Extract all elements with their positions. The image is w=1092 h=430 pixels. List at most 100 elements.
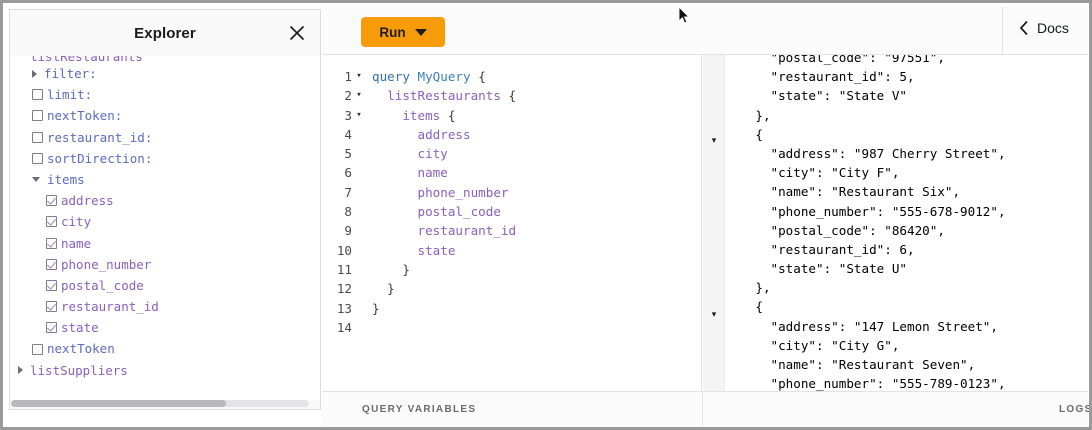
result-line: "state": "State U" <box>770 261 907 277</box>
code-text: address <box>417 126 471 142</box>
close-icon[interactable] <box>288 24 306 42</box>
line-number: 7 <box>344 184 352 200</box>
toolbar-divider <box>1002 7 1003 55</box>
chevron-right-icon[interactable] <box>32 69 37 78</box>
toolbar: Run Docs <box>322 7 1088 55</box>
result-line: }, <box>755 280 771 296</box>
tree-item-city[interactable]: city <box>10 211 320 232</box>
tree-item-name[interactable]: name <box>10 233 320 254</box>
checkbox-unchecked[interactable] <box>32 110 43 122</box>
result-line: "state": "State V" <box>770 88 907 104</box>
fold-spacer <box>352 299 366 318</box>
line-number: 9 <box>344 223 352 239</box>
checkbox-checked[interactable] <box>46 258 57 270</box>
fold-spacer <box>352 202 366 221</box>
tree-item-address[interactable]: address <box>10 190 320 211</box>
checkbox-checked[interactable] <box>46 195 57 207</box>
tree-item-restaurant_id[interactable]: restaurant_id: <box>10 127 320 148</box>
fold-toggle-icon[interactable]: ▾ <box>356 109 362 120</box>
tree-item-label: items <box>47 171 85 187</box>
tree-item-nexttoken[interactable]: nextToken: <box>10 105 320 126</box>
code-line: 2 ▾ listRestaurants { <box>322 86 701 105</box>
checkbox-checked[interactable] <box>46 237 57 249</box>
tree-item-nexttoken[interactable]: nextToken <box>10 338 320 359</box>
code-line: 1▾query MyQuery { <box>322 67 701 86</box>
results-json: "postal_code": "97551", "restaurant_id":… <box>725 55 1088 391</box>
code-text: } <box>372 300 380 316</box>
fold-toggle-icon[interactable]: ▾ <box>711 309 717 319</box>
tree-item-label: sortDirection: <box>47 150 153 166</box>
line-number: 2 <box>344 88 352 104</box>
code-line: 11 } <box>322 260 701 279</box>
fold-spacer <box>352 221 366 240</box>
checkbox-checked[interactable] <box>46 322 57 334</box>
code-text: items { <box>402 107 456 123</box>
result-line: "phone_number": "555-789-0123", <box>770 376 1006 391</box>
checkbox-unchecked[interactable] <box>32 89 43 101</box>
fold-toggle-icon[interactable]: ▾ <box>711 135 717 145</box>
code-line: 8 postal_code <box>322 202 701 221</box>
line-number: 8 <box>344 204 352 220</box>
code-line: 7 phone_number <box>322 183 701 202</box>
result-line: "name": "Restaurant Six", <box>770 184 961 200</box>
result-line: "city": "City F", <box>770 165 900 181</box>
tree-item-items[interactable]: items <box>10 169 320 190</box>
checkbox-unchecked[interactable] <box>32 152 43 164</box>
tree-item-sortdirection[interactable]: sortDirection: <box>10 148 320 169</box>
code-line: 6 name <box>322 163 701 182</box>
code-line: 4 address <box>322 125 701 144</box>
tree-item-label: postal_code <box>61 277 144 293</box>
results-gutter <box>703 55 725 391</box>
tree-item-label: restaurant_id: <box>47 129 153 145</box>
line-number: 4 <box>344 126 352 142</box>
explorer-horizontal-scrollbar[interactable] <box>11 400 309 407</box>
fold-spacer <box>352 125 366 144</box>
tree-item-postal_code[interactable]: postal_code <box>10 275 320 296</box>
result-line: "city": "City G", <box>770 337 900 353</box>
fold-toggle-icon[interactable]: ▾ <box>356 90 362 101</box>
chevron-right-icon[interactable] <box>18 366 23 375</box>
chevron-down-icon[interactable] <box>32 177 40 183</box>
tree-item-label: address <box>61 193 114 209</box>
explorer-title: Explorer <box>134 24 196 42</box>
code-text: phone_number <box>417 184 509 200</box>
fold-toggle-icon[interactable]: ▾ <box>356 71 362 81</box>
tree-item-restaurant_id[interactable]: restaurant_id <box>10 296 320 317</box>
code-text: listRestaurants { <box>387 88 517 104</box>
fold-spacer <box>352 279 366 298</box>
tree-item-label: name <box>61 235 92 251</box>
query-editor-code: 1▾query MyQuery {2▾ listRestaurants {3▾ … <box>322 55 701 337</box>
tree-item-label: state <box>61 320 99 336</box>
line-number: 3 <box>344 107 352 123</box>
checkbox-unchecked[interactable] <box>32 343 43 355</box>
docs-button-label: Docs <box>1037 20 1069 36</box>
explorer-tree-scroll[interactable]: listRestaurantsfilter:limit: nextToken: re… <box>10 56 320 400</box>
tree-item-listrestaurants[interactable]: listRestaurants <box>10 56 320 63</box>
tree-item-state[interactable]: state <box>10 317 320 338</box>
result-line: { <box>755 299 763 315</box>
tree-item-label: listRestaurants <box>30 56 143 63</box>
checkbox-unchecked[interactable] <box>32 131 43 143</box>
tree-item-limit[interactable]: limit: <box>10 84 320 105</box>
query-editor[interactable]: 1▾query MyQuery {2▾ listRestaurants {3▾ … <box>322 55 702 391</box>
line-number: 12 <box>336 281 352 297</box>
tree-item-label: city <box>61 214 92 230</box>
results-panel[interactable]: ▾ ▾ "postal_code": "97551", "restaurant_… <box>703 55 1088 391</box>
result-line: "postal_code": "97551", <box>770 55 945 65</box>
tab-logs[interactable]: LOGS <box>704 392 1089 426</box>
checkbox-checked[interactable] <box>46 216 57 228</box>
tab-query-variables[interactable]: QUERY VARIABLES <box>322 392 703 426</box>
explorer-header: Explorer <box>10 10 320 56</box>
fold-spacer <box>352 144 366 163</box>
checkbox-checked[interactable] <box>46 279 57 291</box>
tree-item-label: listSuppliers <box>30 362 128 378</box>
tree-item-listsuppliers[interactable]: listSuppliers <box>10 360 320 381</box>
docs-button[interactable]: Docs <box>1019 20 1069 36</box>
checkbox-checked[interactable] <box>46 301 57 313</box>
tree-item-label: nextToken: <box>47 108 123 124</box>
tree-item-phone_number[interactable]: phone_number <box>10 254 320 275</box>
fold-spacer <box>352 318 366 337</box>
run-button[interactable]: Run <box>361 17 445 47</box>
tree-item-filter[interactable]: filter: <box>10 63 320 84</box>
code-line: 3 ▾ items { <box>322 106 701 125</box>
